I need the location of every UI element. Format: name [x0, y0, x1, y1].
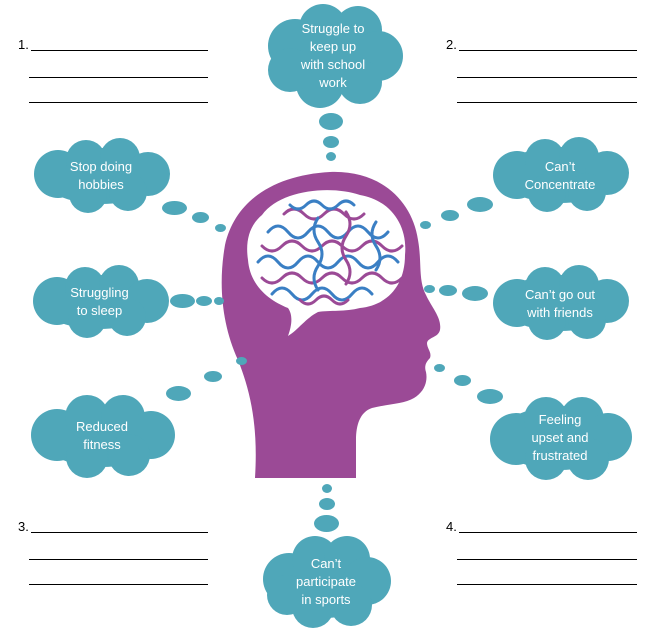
thought-dot [323, 136, 339, 148]
cloud-label: Struggle to keep up with school work [291, 20, 375, 92]
thought-dot [454, 375, 471, 386]
cloud-label: Can’t participate in sports [286, 555, 366, 609]
cloud-label: Stop doing hobbies [60, 158, 142, 194]
cloud-left-3: Reduced fitness [27, 393, 177, 478]
thought-dot [462, 286, 488, 301]
thought-dot [424, 285, 435, 293]
cloud-bottom: Can’t participate in sports [259, 533, 393, 630]
thought-dot [204, 371, 222, 382]
thought-dot [170, 294, 195, 308]
thought-dot [441, 210, 459, 221]
thought-dot [322, 484, 332, 493]
cloud-label: Can’t Concentrate [515, 158, 606, 194]
thought-dot [319, 113, 343, 130]
thought-dot [236, 357, 247, 365]
thought-dot [196, 296, 212, 306]
thought-dot [214, 297, 224, 305]
thought-dot [192, 212, 209, 223]
cloud-label: Can’t go out with friends [515, 286, 605, 322]
cloud-left-2: Struggling to sleep [27, 265, 172, 339]
cloud-label: Feeling upset and frustrated [521, 411, 598, 465]
thought-dot [314, 515, 339, 532]
cloud-label: Struggling to sleep [60, 284, 139, 320]
thought-dot [215, 224, 226, 232]
thought-dot [326, 152, 336, 161]
thought-dot [319, 498, 335, 510]
thought-dot [439, 285, 457, 296]
thought-dot [420, 221, 431, 229]
cloud-right-3: Feeling upset and frustrated [486, 395, 634, 481]
cloud-top: Struggle to keep up with school work [260, 4, 406, 108]
cloud-left-1: Stop doing hobbies [28, 138, 174, 214]
cloud-right-1: Can’t Concentrate [487, 137, 633, 214]
cloud-label: Reduced fitness [66, 418, 138, 454]
cloud-right-2: Can’t go out with friends [487, 265, 633, 342]
thought-dot [434, 364, 445, 372]
